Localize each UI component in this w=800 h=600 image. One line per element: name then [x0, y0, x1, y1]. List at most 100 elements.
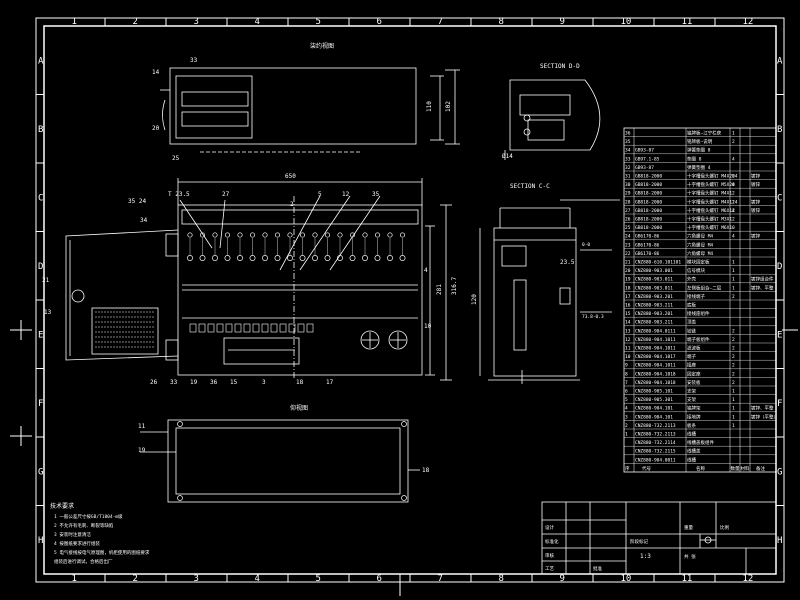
- tb-scale: 1:3: [640, 553, 651, 560]
- bom-name: 支架: [687, 388, 696, 395]
- terminal-top-7: [274, 232, 281, 238]
- zone-col-8: 8: [499, 17, 504, 27]
- zone-row-B: B: [38, 125, 43, 135]
- zone-col-bottom-7: 7: [438, 574, 443, 584]
- bom-qty: 1: [732, 285, 735, 291]
- terminal-row: [187, 232, 406, 261]
- bom-name: 六角螺母 M4: [687, 233, 713, 240]
- bottom-terminal-5: [234, 323, 242, 333]
- bom-note: 镀锌: [751, 207, 760, 214]
- callout-10: 10: [424, 323, 432, 330]
- bom-code: CNZ880-732.2115: [635, 449, 676, 455]
- note-line-3: 3 安装时注意清洁: [54, 531, 91, 538]
- zone-row-right-E: E: [777, 330, 782, 340]
- zone-col-bottom-4: 4: [255, 574, 260, 584]
- terminal-top-12: [337, 232, 343, 238]
- bottom-terminal-11: [288, 323, 296, 333]
- bom-qty: 1: [732, 414, 735, 420]
- bom-name: 铭牌板—江宁栏获: [687, 130, 722, 137]
- callout-18-bottom: 18: [422, 467, 430, 474]
- callout-33: 33: [170, 379, 178, 386]
- bom-no: 23: [625, 242, 631, 248]
- bottom-terminal-6: [243, 323, 251, 333]
- bom-name: 端子: [687, 353, 696, 360]
- bom-no: 24: [625, 234, 631, 240]
- bom-code: CNZ880-732.2113: [635, 423, 676, 429]
- dim-hole: Ø14: [502, 153, 513, 160]
- bom-note: 镀锌: [751, 181, 760, 188]
- bottom-terminal-4: [225, 323, 233, 333]
- bom-code: GB818-2000: [635, 191, 662, 197]
- callout-20: 20: [152, 125, 160, 132]
- zone-row-F: F: [38, 399, 43, 409]
- bottom-terminal-row: [189, 323, 314, 333]
- terminal-mid-15: [374, 255, 381, 261]
- tb-design: 设计: [545, 524, 554, 531]
- terminal-top-15: [374, 232, 381, 238]
- bottom-terminal-1: [198, 323, 206, 333]
- top-view-title: 柒约视图: [310, 42, 334, 50]
- dim-height-b: 102: [445, 101, 452, 112]
- terminal-top-3: [224, 232, 231, 238]
- bom-header-name: 名称: [696, 465, 705, 472]
- terminal-mid-10: [312, 255, 318, 261]
- bom-no: 3: [625, 414, 628, 420]
- zone-col-bottom-6: 6: [377, 574, 382, 584]
- zone-row-right-G: G: [777, 467, 782, 477]
- bom-no: 9: [625, 363, 628, 369]
- bottom-terminal-10: [279, 323, 287, 333]
- bottom-view-title: 仰视图: [290, 404, 308, 412]
- zone-col-1: 1: [72, 17, 77, 27]
- zone-col-11: 11: [682, 17, 693, 27]
- zone-row-G: G: [38, 467, 43, 477]
- bom-code: GB818-2000: [635, 199, 662, 205]
- bom-name: 底板: [687, 302, 696, 309]
- bom-qty: 24: [732, 199, 738, 205]
- callout-21: 21: [42, 277, 50, 284]
- bom-qty: 2: [732, 363, 735, 369]
- zone-col-bottom-12: 12: [743, 574, 754, 584]
- bom-name: 线槽: [687, 431, 696, 438]
- bom-note: 镀锌、平整: [751, 405, 774, 412]
- callout-13: 13: [44, 309, 52, 316]
- bom-code: CNZ880-904.0011: [635, 457, 676, 463]
- callout-12: 12: [342, 191, 350, 198]
- bom-code: CNZ880-903.211: [635, 320, 673, 326]
- bom-code: GB818-2000: [635, 182, 662, 188]
- terminal-top-0: [187, 232, 193, 238]
- bom-name: 线槽: [687, 456, 696, 463]
- terminal-top-17: [399, 232, 406, 238]
- section-d-d-label: SECTION D-D: [540, 63, 580, 70]
- bom-qty: 2: [732, 139, 735, 145]
- zone-row-D: D: [38, 262, 43, 272]
- terminal-mid-6: [262, 255, 268, 261]
- notes-title: 技术要求: [50, 502, 74, 510]
- bom-code: CNZ880-904.1017: [635, 354, 676, 360]
- bom-name: 六角螺母 M4: [687, 241, 713, 248]
- zone-row-right-H: H: [777, 536, 782, 546]
- callout-3: 3: [262, 379, 266, 386]
- bom-qty: 2: [732, 294, 735, 300]
- terminal-mid-0: [187, 255, 193, 261]
- bottom-terminal-8: [261, 323, 269, 333]
- bom-note: 镀锌（平整）: [751, 413, 778, 420]
- zone-row-right-A: A: [777, 56, 783, 66]
- bom-name: 固定座: [687, 370, 701, 377]
